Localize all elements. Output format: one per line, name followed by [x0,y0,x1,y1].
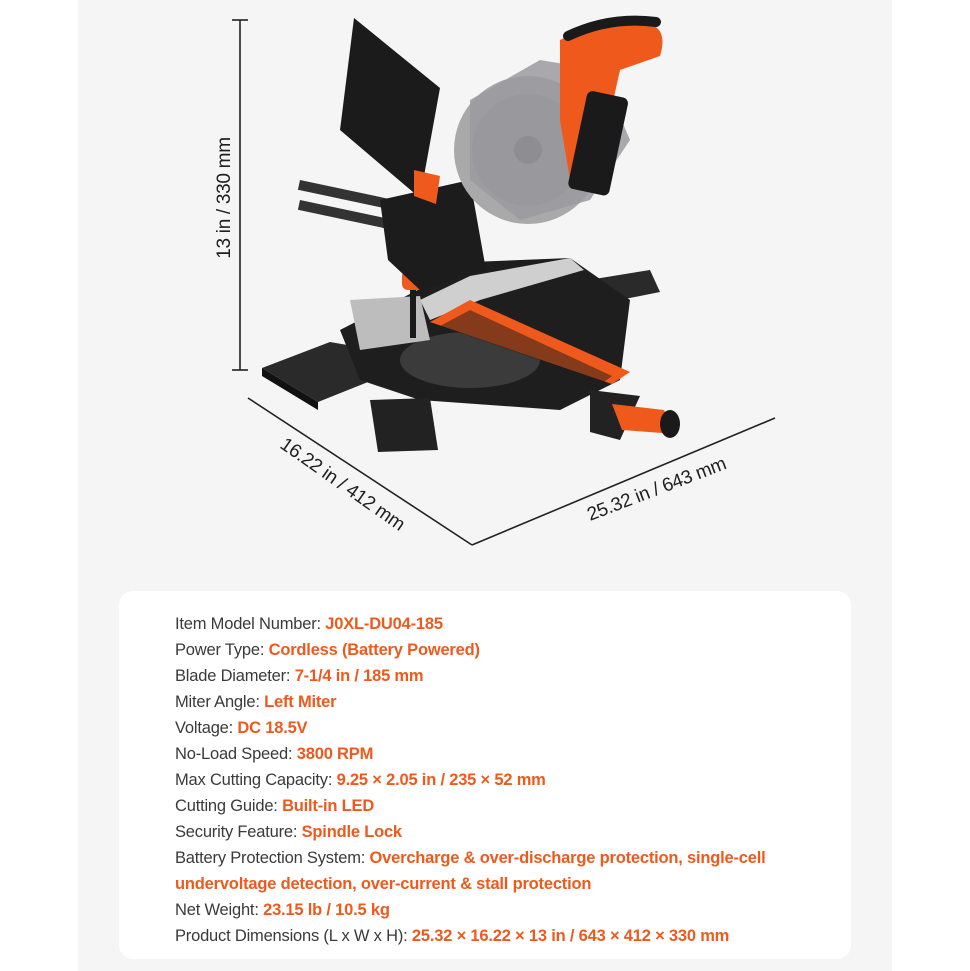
spec-value: J0XL-DU04-185 [325,615,443,633]
spec-label: Blade Diameter: [175,667,295,685]
spec-label: Battery Protection System: [175,849,370,867]
spec-label: No-Load Speed: [175,745,297,763]
spec-value: Cordless (Battery Powered) [268,641,480,659]
spec-security-feature: Security Feature: Spindle Lock [175,819,402,845]
spec-value: Spindle Lock [301,823,402,841]
spec-label: Voltage: [175,719,238,737]
spec-label: Cutting Guide: [175,797,283,815]
spec-product-dimensions: Product Dimensions (L x W x H): 25.32 × … [175,923,729,949]
spec-value: 3800 RPM [296,745,374,763]
spec-cutting-capacity: Max Cutting Capacity: 9.25 × 2.05 in / 2… [175,767,546,793]
spec-value: DC 18.5V [237,719,308,737]
spec-value: Built-in LED [282,797,375,815]
spec-label: Power Type: [175,641,269,659]
spec-net-weight: Net Weight: 23.15 lb / 10.5 kg [175,897,390,923]
spec-value: Left Miter [264,693,337,711]
spec-label: Item Model Number: [175,615,326,633]
spec-label: Product Dimensions (L x W x H): [175,927,412,945]
spec-value: 9.25 × 2.05 in / 235 × 52 mm [336,771,546,789]
spec-value: Overcharge & over-discharge protection, … [175,849,766,893]
spec-label: Miter Angle: [175,693,265,711]
spec-power-type: Power Type: Cordless (Battery Powered) [175,637,480,663]
spec-label: Max Cutting Capacity: [175,771,337,789]
spec-blade-diameter: Blade Diameter: 7-1/4 in / 185 mm [175,663,424,689]
spec-miter-angle: Miter Angle: Left Miter [175,689,337,715]
spec-label: Net Weight: [175,901,264,919]
spec-model: Item Model Number: J0XL-DU04-185 [175,611,443,637]
spec-value: 25.32 × 16.22 × 13 in / 643 × 412 × 330 … [411,927,730,945]
spec-value: 23.15 lb / 10.5 kg [263,901,390,919]
spec-battery-protection: Battery Protection System: Overcharge & … [175,845,815,897]
spec-no-load-speed: No-Load Speed: 3800 RPM [175,741,373,767]
spec-panel: Item Model Number: J0XL-DU04-185 Power T… [119,591,851,959]
spec-voltage: Voltage: DC 18.5V [175,715,308,741]
spec-cutting-guide: Cutting Guide: Built-in LED [175,793,374,819]
miter-saw-image [232,15,776,546]
spec-value: 7-1/4 in / 185 mm [294,667,424,685]
spec-label: Security Feature: [175,823,302,841]
height-dimension-label: 13 in / 330 mm [214,137,235,259]
dimension-lines [232,19,776,546]
